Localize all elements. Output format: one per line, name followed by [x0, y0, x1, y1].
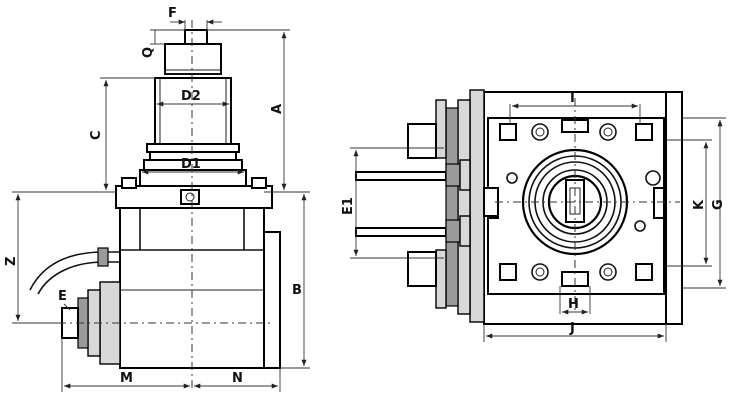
label-G: G: [711, 199, 726, 210]
front-view: [355, 89, 683, 325]
label-M: M: [120, 371, 133, 386]
label-A: A: [270, 104, 285, 114]
label-B: B: [292, 283, 302, 298]
upper-shank: [154, 77, 232, 145]
bolt-hole: [599, 123, 617, 141]
label-Q: Q: [141, 47, 156, 58]
label-H: H: [568, 297, 579, 312]
drive-pin: [184, 29, 208, 45]
bolt-hole: [599, 263, 617, 281]
side-view: [29, 20, 281, 388]
side-lug: [263, 231, 281, 369]
label-E1: E1: [341, 197, 356, 215]
bolt-hole: [531, 263, 549, 281]
label-E: E: [58, 289, 67, 304]
front-view-dimensions: I E1 K G H J: [341, 91, 726, 342]
label-J: J: [569, 321, 575, 336]
label-I: I: [570, 91, 575, 106]
label-C: C: [89, 130, 104, 140]
side-view-dimensions: F Q C A D2 D1 Z B E: [4, 6, 310, 392]
label-Z: Z: [4, 257, 19, 266]
label-D1: D1: [181, 157, 201, 172]
label-N: N: [232, 371, 243, 386]
label-F: F: [168, 6, 177, 21]
bolt-hole: [531, 123, 549, 141]
label-K: K: [692, 199, 707, 210]
label-D2: D2: [181, 89, 201, 104]
